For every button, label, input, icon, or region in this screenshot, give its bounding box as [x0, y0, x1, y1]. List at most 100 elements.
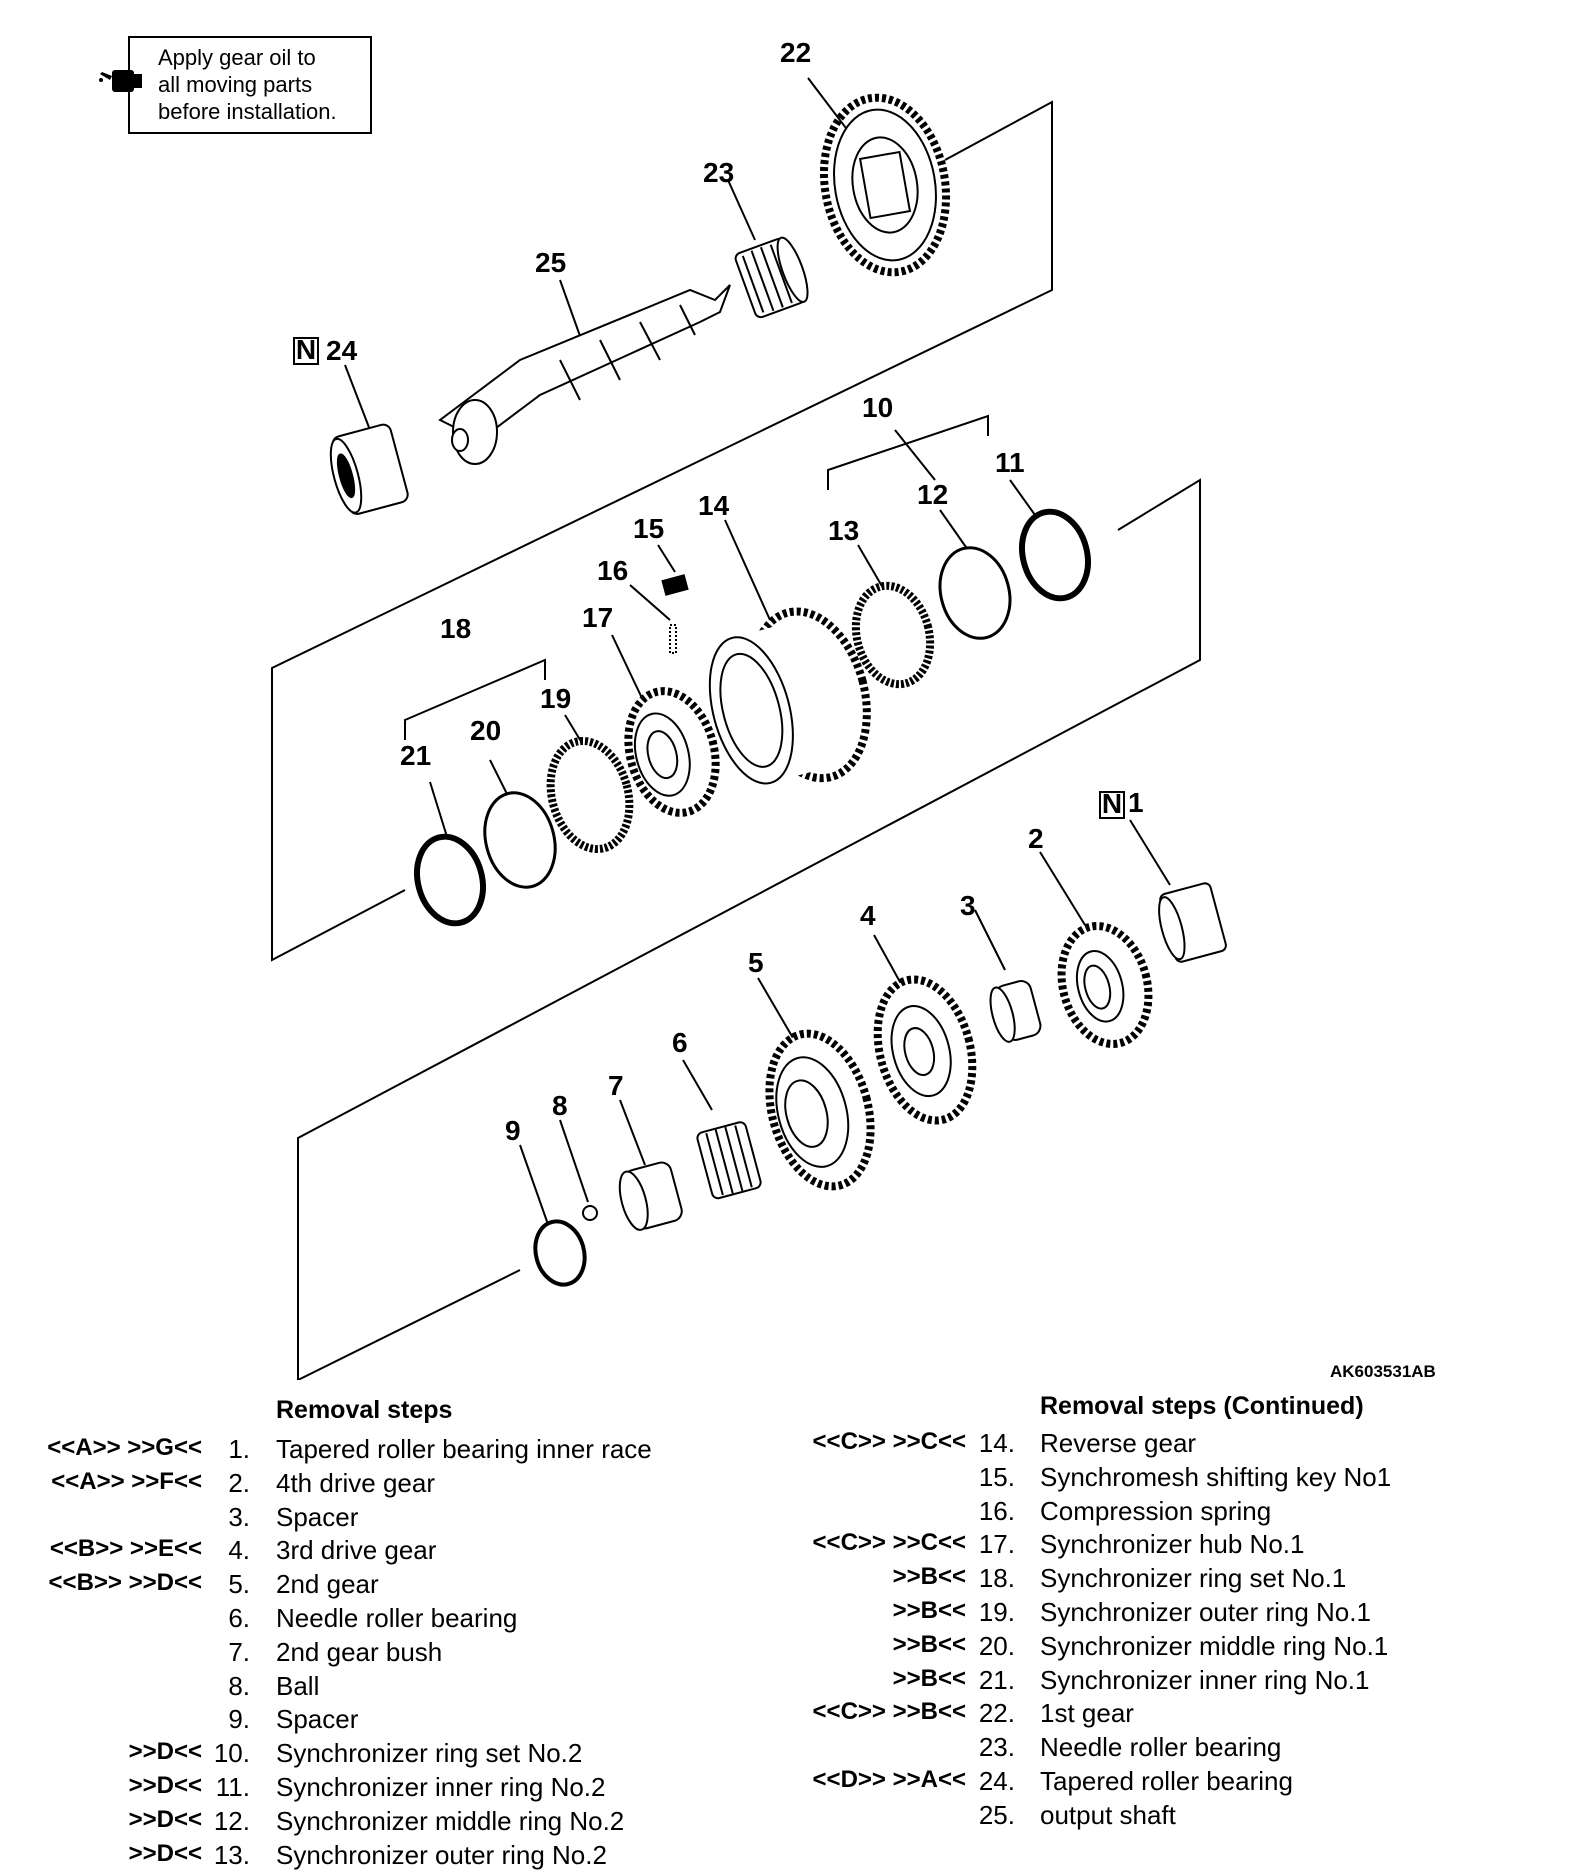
step-number: 9. [228, 1704, 250, 1735]
step-number: 16. [978, 1495, 1015, 1526]
step-number: 13. [213, 1839, 250, 1870]
callout-17: 17 [582, 602, 613, 633]
callout-8: 8 [552, 1090, 568, 1121]
n-mark-label: N [296, 334, 316, 365]
step-code: >>D<< [128, 1738, 202, 1766]
callout-7: 7 [608, 1070, 624, 1101]
step-label: 1st gear [1040, 1698, 1134, 1729]
step-label: 3rd drive gear [276, 1535, 437, 1566]
callout-23: 23 [703, 157, 734, 188]
callout-22: 22 [780, 37, 811, 68]
step-code: >>B<< [892, 1563, 966, 1591]
bracket-18 [404, 658, 546, 740]
callout-20: 20 [470, 715, 501, 746]
step-label: 4th drive gear [276, 1467, 435, 1498]
step-code: >>D<< [128, 1805, 202, 1833]
callout-4: 4 [860, 900, 876, 931]
frame-top [271, 100, 1053, 962]
step-label: Spacer [276, 1501, 359, 1532]
part-12-middle-ring [938, 546, 1012, 640]
step-number: 14. [978, 1428, 1015, 1458]
part-4-third-drive-gear [873, 975, 977, 1125]
note-line: Apply gear oil to [158, 45, 316, 70]
callout-12: 12 [917, 479, 948, 510]
step-label: Needle roller bearing [276, 1603, 518, 1633]
bracket-10 [827, 414, 989, 490]
callout-18: 18 [440, 613, 471, 644]
step-code: <<A>> >>G<< [47, 1434, 202, 1461]
part-8-ball [582, 1205, 598, 1221]
callout-2: 2 [1028, 823, 1044, 854]
callout-11: 11 [995, 447, 1025, 478]
callout-10: 10 [862, 392, 893, 423]
step-label: Synchronizer inner ring No.1 [1040, 1664, 1370, 1695]
n-mark-1: N [1099, 788, 1125, 819]
step-label: Synchromesh shifting key No1 [1040, 1461, 1392, 1492]
part-13-outer-ring [851, 581, 935, 689]
callout-6: 6 [672, 1027, 688, 1058]
part-5-second-gear [765, 1029, 875, 1191]
part-11-inner-ring [1019, 508, 1091, 602]
part-2-fourth-drive-gear [1057, 922, 1153, 1048]
step-number: 25. [978, 1799, 1015, 1830]
part-9-spacer [533, 1219, 587, 1287]
step-label: Synchronizer ring set No.2 [276, 1738, 583, 1769]
callout-25: 25 [535, 247, 566, 278]
step-number: 12. [213, 1805, 250, 1836]
figure-code: AK603531AB [1330, 1362, 1436, 1381]
step-code: >>B<< [892, 1597, 966, 1624]
step-number: 21. [978, 1664, 1015, 1695]
callout-1: 1 [1128, 787, 1144, 818]
exploded-view-diagram: N N 22 23 25 24 10 11 12 13 14 15 16 17 … [271, 37, 1227, 1380]
left-list-title: Removal steps [276, 1396, 453, 1424]
part-19-outer-ring [546, 736, 634, 854]
part-3-spacer [989, 980, 1042, 1043]
step-label: Synchronizer outer ring No.2 [276, 1839, 607, 1870]
step-code: <<C>> >>B<< [812, 1698, 966, 1726]
callout-3: 3 [960, 890, 976, 921]
step-number: 15. [978, 1461, 1015, 1492]
part-17-synchronizer-hub [624, 687, 720, 817]
step-code: <<C>> >>C<< [812, 1529, 966, 1557]
step-label: 2nd gear bush [276, 1636, 443, 1667]
step-label: 2nd gear [276, 1569, 379, 1600]
callout-9: 9 [505, 1115, 521, 1146]
part-22-first-gear [819, 93, 951, 277]
step-number: 18. [978, 1563, 1015, 1594]
note-line: all moving parts [158, 72, 313, 97]
step-label: Synchronizer middle ring No.1 [1040, 1630, 1389, 1661]
note-text: Apply gear oil to all moving parts befor… [158, 44, 337, 125]
step-label: Synchronizer inner ring No.2 [276, 1772, 606, 1802]
callout-24: 24 [326, 335, 358, 366]
part-14-reverse-gear [708, 607, 871, 785]
part-23-needle-bearing [734, 236, 809, 319]
step-label: Tapered roller bearing [1040, 1766, 1293, 1796]
part-21-inner-ring [414, 833, 486, 927]
step-label: Synchronizer outer ring No.1 [1040, 1597, 1371, 1627]
callout-15: 15 [633, 513, 664, 544]
callout-14: 14 [698, 490, 730, 521]
step-code: >>D<< [128, 1772, 202, 1799]
step-code: <<C>> >>C<< [812, 1428, 966, 1455]
step-number: 1. [228, 1434, 250, 1464]
step-number: 17. [978, 1529, 1015, 1560]
step-label: Synchronizer hub No.1 [1040, 1529, 1305, 1560]
step-number: 23. [978, 1732, 1015, 1763]
step-number: 4. [228, 1535, 250, 1566]
part-15-shifting-key [661, 574, 689, 596]
callout-16: 16 [597, 555, 628, 586]
step-label: Reverse gear [1040, 1428, 1197, 1458]
step-number: 7. [228, 1636, 250, 1667]
step-label: Needle roller bearing [1040, 1732, 1282, 1763]
frame-middle [297, 478, 1201, 1380]
step-number: 8. [228, 1670, 250, 1701]
step-number: 11. [215, 1772, 250, 1802]
step-number: 10. [213, 1738, 250, 1769]
step-code: <<B>> >>D<< [48, 1569, 202, 1597]
callout-5: 5 [748, 947, 764, 978]
note-line: before installation. [158, 99, 337, 124]
step-code: >>B<< [892, 1664, 966, 1692]
part-25-output-shaft [438, 284, 731, 465]
callout-21: 21 [400, 740, 431, 771]
part-24-tapered-bearing [329, 423, 409, 515]
